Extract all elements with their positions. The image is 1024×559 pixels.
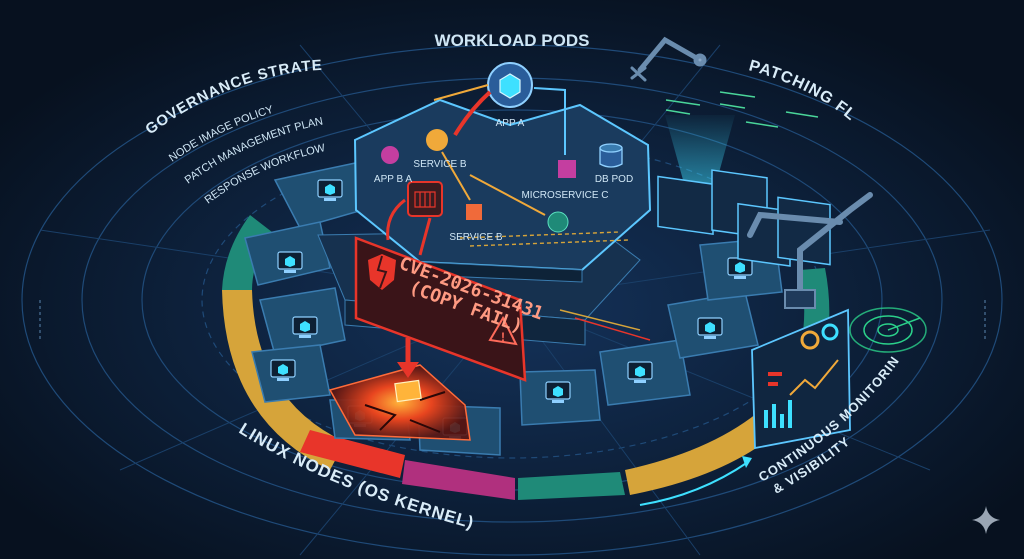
code-panels xyxy=(657,91,831,267)
workload-pods-title: WORKLOAD PODS xyxy=(435,31,590,50)
app-a-label: APP A xyxy=(496,118,525,129)
service-b-label: SERVICE B xyxy=(413,159,466,170)
robot-arm-icon xyxy=(630,36,707,82)
cube-icon xyxy=(499,73,521,99)
monitor-cube-icon xyxy=(292,316,318,338)
monitor-cube-icon xyxy=(697,317,723,339)
app-b-a-label: APP B A xyxy=(374,174,413,185)
code-panel xyxy=(777,196,831,266)
code-panel xyxy=(657,175,714,236)
patching-flow xyxy=(630,36,873,309)
monitor-flow-arrow xyxy=(639,461,749,506)
monitor-cube-icon xyxy=(270,359,296,381)
app-b-a-pod[interactable] xyxy=(381,146,399,164)
microservice-c-pod[interactable] xyxy=(558,160,576,178)
monitor-cube-icon xyxy=(317,179,343,201)
warning-triangle-icon xyxy=(488,315,518,346)
radar-icon xyxy=(849,307,927,353)
hologram-beam xyxy=(665,115,735,205)
monitor-cube-icon xyxy=(627,361,653,383)
service-b-low-label: SERVICE B xyxy=(449,232,502,243)
broken-shield-icon xyxy=(368,254,396,290)
microservice-green-pod[interactable] xyxy=(547,211,569,233)
db-pod-label: DB POD xyxy=(595,174,633,185)
cve-alert-banner[interactable]: ! xyxy=(354,236,527,382)
monitor-cube-icon xyxy=(277,251,303,273)
monitoring-dashboard[interactable] xyxy=(751,308,851,450)
monitor-cube-icon xyxy=(545,381,571,403)
db-pod-icon[interactable] xyxy=(599,147,623,168)
service-b-low-pod[interactable] xyxy=(466,204,482,220)
pod-flow-arrows xyxy=(386,84,566,256)
service-b-top-pod[interactable] xyxy=(426,129,448,151)
monitor-cube-icon xyxy=(727,257,753,279)
microservice-c-label: MICROSERVICE C xyxy=(521,190,608,201)
compromised-node[interactable] xyxy=(328,338,471,441)
robot-arm-icon xyxy=(747,192,873,309)
svg-text:!: ! xyxy=(501,330,505,344)
sparkle-icon xyxy=(972,506,1000,534)
pods xyxy=(381,62,623,233)
